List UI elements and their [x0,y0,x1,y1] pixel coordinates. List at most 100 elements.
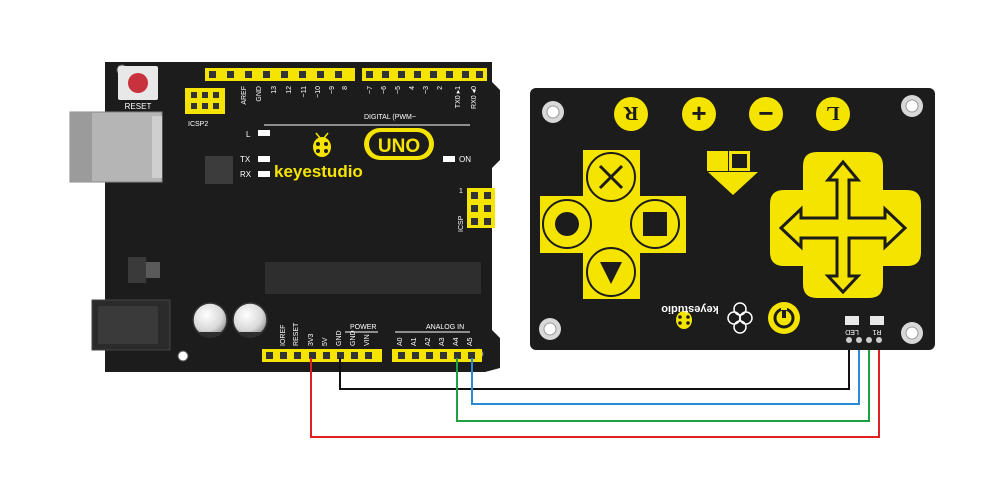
pin-label: ~9 [329,86,336,94]
digital-pin-labels: AREF GND 13 12 ~11 ~10 ~9 8 ~7 ~6 ~5 4 ~… [241,86,478,109]
action-pad [540,150,686,299]
raspberry-icon [727,302,753,334]
gamepad-module: R + − L [530,88,935,350]
pin-label: A5 [467,337,474,346]
dpad[interactable] [770,152,921,298]
usb-chip [205,156,233,184]
pin-label: A2 [425,337,432,346]
icsp2-label: ICSP2 [188,121,208,128]
pin-label: ~5 [395,86,402,94]
pin-label: A3 [439,337,446,346]
power-pin-labels: IOREF RESET 3V3 5V GND GND VIN [280,322,371,346]
pin-label: 8 [342,86,349,90]
pin-label: 13 [271,86,278,94]
pin-label: ~7 [367,86,374,94]
tx-led [258,156,270,162]
button-r-label: R [623,102,638,124]
mounting-hole [539,318,561,340]
icsp-pin1-label: 1 [459,188,463,195]
button-plus[interactable]: + [682,97,716,131]
capacitor [192,302,228,338]
gamepad-brand: keyestudio [661,303,719,315]
rx-led [258,171,270,177]
pin-label: A0 [397,337,404,346]
usb-connector [69,111,163,183]
l-led [258,130,270,136]
digital-header-right [362,68,487,81]
pin-label: 2 [437,86,444,90]
icsp-label: ICSP [458,215,465,232]
wire-5v [310,340,880,438]
icsp-header [467,188,495,228]
pin-label: 3V3 [308,333,315,346]
rx-label: RX [240,170,252,179]
power-label: POWER [350,324,376,331]
square-button[interactable] [630,199,680,249]
power-jack [91,299,171,351]
pin-label: A1 [411,337,418,346]
module-pins [846,337,882,343]
ladybug-icon [313,132,331,157]
uno-text: UNO [378,136,420,157]
ladybug-icon [676,311,692,329]
select-start-icon [707,151,758,195]
tx-label: TX [240,155,251,164]
arduino-brand: keyestudio [274,162,363,181]
pin-label: 12 [286,86,293,94]
led-label: LED [845,328,859,335]
button-l[interactable]: L [816,97,850,131]
pin-label: ~3 [423,86,430,94]
pin-label: ~11 [301,86,308,97]
pin-label: RESET [293,322,300,346]
button-l-label: L [826,102,839,124]
power-header [262,349,382,362]
circle-button[interactable] [542,199,592,249]
pin-label: VIN [364,334,371,346]
pin-label: TX0 ▸1 [455,86,462,108]
on-label: ON [459,155,471,164]
digital-label: DIGITAL (PWM~ [364,114,416,121]
cross-button[interactable] [586,152,636,202]
on-led [443,156,455,162]
button-plus-label: + [691,98,706,128]
mounting-hole [542,101,564,123]
pin-label: AREF [241,86,248,105]
pin-label: 4 [409,86,416,90]
pin-label: GND [336,330,343,346]
reset-label: RESET [125,102,152,111]
button-minus-label: − [758,98,773,128]
reset-button[interactable] [118,66,158,100]
pin-label: ~10 [315,86,322,98]
wire-a4 [456,340,870,422]
icsp2-header [185,88,225,114]
pin-label: GND [350,330,357,346]
button-minus[interactable]: − [749,97,783,131]
wire-a5 [471,340,860,405]
pin-label: 5V [322,337,329,346]
pin-label: RX0 ◂0 [471,86,478,109]
r1-label: R1 [872,328,881,335]
digital-header-left [205,68,355,81]
triangle-button[interactable] [586,247,636,297]
analog-label: ANALOG IN [426,324,464,331]
l-label: L [246,130,251,139]
analog-pin-labels: A0 A1 A2 A3 A4 A5 [397,337,474,346]
pin-label: GND [256,86,263,102]
wire-gnd [339,340,850,390]
analog-header [392,349,482,362]
microcontroller-chip [265,262,481,294]
arduino-board: RESET ICSP2 AREF GND 13 12 [69,62,500,372]
pin-label: IOREF [280,325,287,346]
wires [310,340,880,438]
mounting-hole [901,95,923,117]
uno-logo: UNO [364,128,434,160]
mounting-hole [901,322,923,344]
pin-label: ~6 [381,86,388,94]
pin-label: A4 [453,337,460,346]
led-indicator [845,316,859,325]
button-r[interactable]: R [614,97,648,131]
voltage-regulator [128,257,160,283]
power-button[interactable] [768,302,800,334]
r1-indicator [870,316,884,325]
